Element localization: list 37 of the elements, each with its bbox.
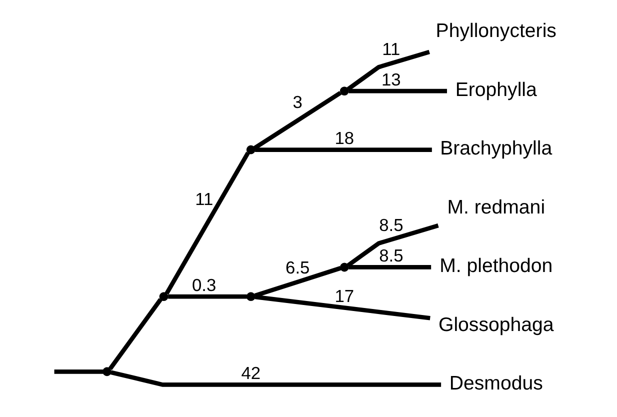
edge-label: 3	[292, 92, 302, 112]
edge-label: 17	[334, 286, 354, 306]
connector	[348, 265, 431, 270]
node-point	[102, 367, 111, 376]
edge-label: 13	[381, 69, 400, 90]
node-point	[339, 86, 348, 96]
edge-label: 8.5	[378, 215, 403, 236]
connector	[346, 223, 438, 268]
connector	[164, 152, 250, 295]
node-point	[158, 292, 168, 302]
connector	[254, 148, 432, 152]
connector	[110, 370, 441, 387]
connector	[348, 88, 446, 94]
node-text: Glossophaga	[438, 314, 554, 336]
edge-label: 8.5	[378, 246, 403, 266]
node-text: Desmodus	[448, 372, 542, 394]
edge-label: 18	[334, 128, 354, 148]
node-text: Erophylla	[454, 78, 536, 101]
node-point	[246, 145, 255, 154]
edge-label: 0.3	[192, 274, 216, 295]
edge-label: 11	[194, 189, 213, 210]
node-text: M. redmani	[446, 196, 545, 218]
connector	[108, 298, 162, 370]
connector	[168, 294, 246, 299]
connector	[54, 369, 102, 374]
connector	[254, 266, 341, 298]
node-point	[339, 262, 348, 272]
node-text: Phyllonycteris	[435, 20, 556, 42]
connector	[254, 294, 430, 320]
node-point	[246, 292, 255, 302]
connector	[252, 91, 342, 150]
connector	[346, 50, 430, 91]
edge-label: 6.5	[285, 258, 310, 278]
edge-label: 42	[240, 363, 260, 384]
node-text: Brachyphylla	[440, 138, 552, 160]
edge-label: 11	[382, 38, 400, 59]
node-text: M. plethodon	[439, 255, 552, 278]
